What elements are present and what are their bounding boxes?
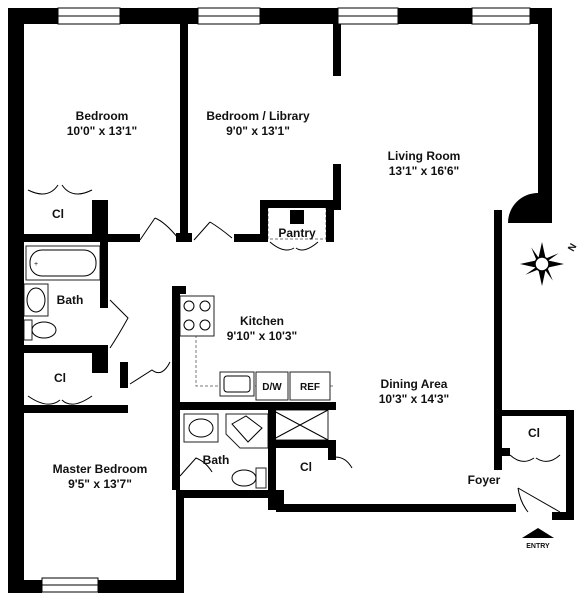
dishwasher bbox=[255, 371, 289, 401]
bedroom-dims: 10'0" x 13'1" bbox=[67, 124, 137, 138]
living-room-dims: 13'1" x 16'6" bbox=[389, 164, 459, 178]
master-toilet bbox=[231, 467, 267, 489]
compass-icon bbox=[520, 242, 564, 286]
bathtub: + bbox=[25, 245, 101, 281]
closet-label-foyer: Cl bbox=[528, 426, 540, 440]
shower bbox=[225, 413, 269, 449]
bedroom-name: Bedroom bbox=[76, 109, 129, 123]
closet-label-master: Cl bbox=[54, 371, 66, 385]
bath-sink bbox=[23, 283, 49, 317]
foyer-label: Foyer bbox=[468, 473, 501, 487]
refrigerator-label: REF bbox=[300, 382, 320, 393]
kitchen-sink-basin bbox=[223, 375, 251, 393]
closet-door-bedroom bbox=[27, 184, 93, 195]
entry-label: ENTRY bbox=[526, 543, 550, 550]
master-bath-sink bbox=[183, 413, 219, 443]
door-swing-library bbox=[193, 221, 233, 241]
shaft-box bbox=[271, 409, 329, 441]
dishwasher-label: D/W bbox=[262, 382, 282, 393]
walls bbox=[8, 8, 574, 593]
refrigerator bbox=[289, 371, 331, 401]
door-swing-entry bbox=[517, 487, 561, 513]
kitchen-counter-outline bbox=[195, 320, 335, 387]
door-swing-master bbox=[129, 361, 171, 385]
master-bedroom-dims: 9'5" x 13'7" bbox=[68, 477, 132, 491]
dining-area-dims: 10'3" x 14'3" bbox=[379, 392, 449, 406]
kitchen-name: Kitchen bbox=[240, 314, 284, 328]
pantry-label: Pantry bbox=[278, 226, 316, 240]
bath-label: Bath bbox=[57, 293, 84, 307]
door-swing-bedroom bbox=[139, 217, 179, 241]
dining-area-name: Dining Area bbox=[381, 377, 448, 391]
north-label: N bbox=[566, 242, 579, 254]
svg-text:+: + bbox=[34, 261, 38, 268]
kitchen-dims: 9'10" x 10'3" bbox=[227, 329, 297, 343]
windows bbox=[41, 7, 531, 593]
door-swing-bath bbox=[109, 299, 129, 349]
living-room-name: Living Room bbox=[388, 149, 461, 163]
stove bbox=[179, 295, 215, 337]
master-bath-label: Bath bbox=[203, 453, 230, 467]
closet-label-hall: Cl bbox=[300, 460, 312, 474]
door-swing-pantry bbox=[269, 241, 319, 251]
closet-door-master bbox=[27, 395, 93, 405]
master-bedroom-name: Master Bedroom bbox=[53, 462, 148, 476]
bedroom-library-name: Bedroom / Library bbox=[206, 109, 310, 123]
closet-door-foyer bbox=[509, 454, 561, 462]
toilet bbox=[23, 319, 57, 341]
door-swing-master-bath bbox=[179, 457, 213, 477]
closet-label-bedroom: Cl bbox=[52, 207, 64, 221]
bedroom-library-dims: 9'0" x 13'1" bbox=[226, 124, 290, 138]
entry-arrow-icon bbox=[522, 528, 554, 538]
